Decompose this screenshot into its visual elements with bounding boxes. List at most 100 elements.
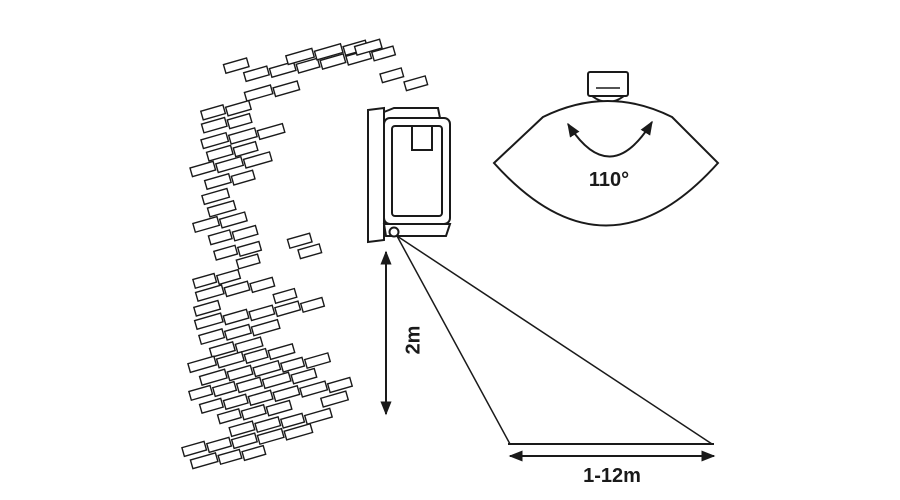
- brick: [222, 308, 250, 326]
- brick: [284, 47, 316, 66]
- brick: [403, 75, 429, 92]
- brick: [192, 272, 218, 290]
- brick: [249, 276, 276, 294]
- brick: [200, 131, 230, 150]
- brick: [299, 380, 329, 398]
- brick: [240, 403, 267, 421]
- brick: [187, 355, 218, 374]
- brick: [319, 52, 347, 70]
- lamp-bottom-base: [382, 223, 452, 237]
- brick: [272, 287, 298, 305]
- brick: [272, 384, 301, 403]
- brick: [248, 304, 276, 322]
- brick: [189, 451, 219, 470]
- brick: [272, 80, 301, 98]
- brick: [236, 240, 263, 258]
- brick: [319, 390, 350, 408]
- wall-bracket: [367, 106, 385, 244]
- brick: [226, 364, 254, 382]
- brick: [192, 215, 221, 234]
- sensor-housing: [587, 71, 629, 97]
- brick: [199, 104, 227, 121]
- brick: [231, 224, 259, 242]
- brick: [243, 84, 274, 102]
- brick: [198, 397, 225, 414]
- brick: [226, 112, 253, 130]
- brick: [224, 99, 253, 117]
- brick: [181, 440, 208, 458]
- detection-fan: [492, 100, 720, 227]
- brick: [228, 420, 256, 438]
- brick: [215, 268, 242, 286]
- brick: [265, 399, 293, 417]
- brick: [200, 116, 228, 134]
- brick: [230, 169, 256, 186]
- brick: [216, 407, 243, 425]
- brick: [268, 60, 297, 79]
- brick: [295, 57, 321, 74]
- brick: [256, 122, 286, 141]
- brick: [267, 343, 296, 361]
- brick: [326, 376, 354, 394]
- brick: [353, 38, 383, 56]
- brick: [215, 351, 245, 369]
- brick: [299, 296, 326, 314]
- brick: [256, 427, 285, 446]
- brick: [205, 436, 233, 454]
- angle-label: 110°: [589, 169, 629, 191]
- brick: [235, 376, 264, 394]
- brick: [222, 393, 249, 411]
- brick: [279, 412, 306, 429]
- brick: [207, 229, 233, 246]
- brick: [198, 328, 226, 346]
- brick: [250, 318, 281, 337]
- wall-lamp: [367, 106, 452, 244]
- brick: [194, 284, 225, 302]
- brick: [261, 371, 292, 390]
- brick: [234, 336, 264, 354]
- brick: [303, 352, 332, 370]
- brick: [252, 359, 282, 378]
- brick: [198, 368, 228, 386]
- brick: [223, 323, 253, 341]
- lamp-inner-panel: [411, 125, 433, 151]
- brick: [370, 45, 397, 62]
- brick: [290, 367, 318, 385]
- brick: [297, 243, 323, 260]
- brick: [192, 299, 222, 317]
- brick: [230, 432, 259, 450]
- brick: [247, 389, 274, 407]
- detection-range-label: 1-12m: [583, 465, 641, 487]
- brick: [218, 211, 248, 229]
- mount-height-label: 2m: [402, 326, 424, 355]
- brick: [242, 65, 271, 83]
- brick: [274, 300, 302, 318]
- brick: [189, 160, 217, 178]
- brick: [206, 199, 237, 218]
- brick: [223, 280, 251, 298]
- brick: [208, 340, 236, 358]
- brick: [214, 155, 245, 174]
- brick: [217, 448, 243, 466]
- brick: [379, 67, 405, 84]
- brick: [232, 140, 259, 158]
- brick: [303, 407, 334, 426]
- brick: [227, 127, 258, 145]
- brick: [205, 144, 234, 162]
- brick: [254, 416, 282, 434]
- brick: [188, 384, 214, 402]
- brick: [279, 356, 306, 373]
- brick: [242, 151, 273, 169]
- brick: [211, 380, 238, 398]
- brick: [212, 244, 239, 261]
- brick: [203, 172, 232, 191]
- brick-wall: [181, 38, 429, 470]
- angle-arc: [567, 120, 653, 158]
- brick: [241, 444, 267, 462]
- brick: [283, 422, 314, 441]
- brick: [222, 57, 250, 75]
- detection-cone: [396, 235, 714, 445]
- brick: [201, 187, 231, 206]
- sensor-top-view: [587, 71, 629, 103]
